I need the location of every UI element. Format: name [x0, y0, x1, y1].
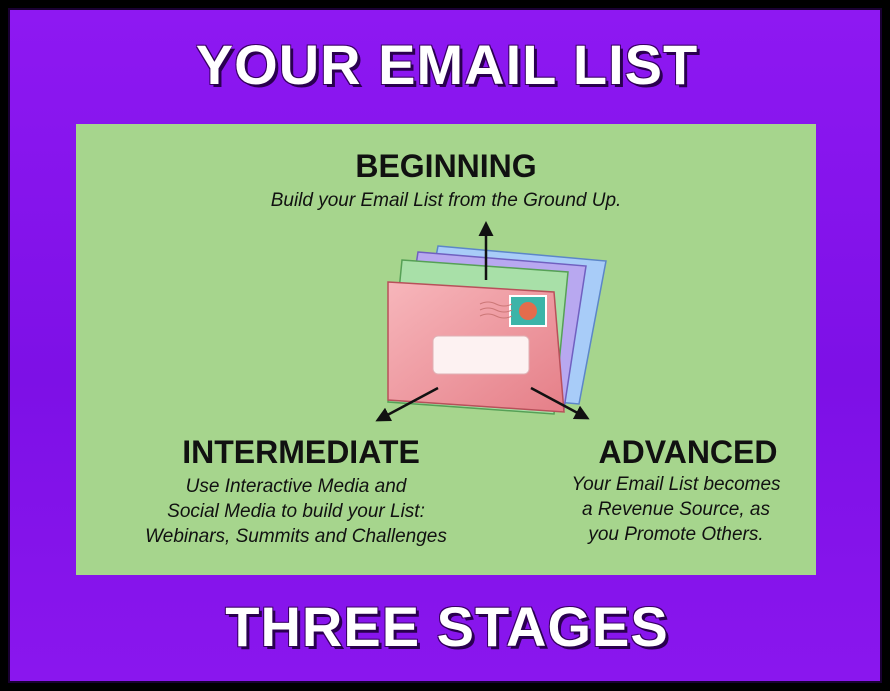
- stage-desc-line: a Revenue Source, as: [581, 499, 770, 520]
- stage-desc-line: you Promote Others.: [588, 524, 764, 545]
- stage-desc-line: Webinars, Summits and Challenges: [145, 526, 447, 547]
- stage-desc-line: Your Email List becomes: [571, 474, 781, 495]
- stage-desc-line: Social Media to build your List:: [167, 501, 425, 522]
- stage-desc-line: Use Interactive Media and: [185, 476, 407, 497]
- stage-desc-advanced: Your Email List becomes a Revenue Source…: [526, 472, 826, 547]
- stage-heading-beginning: BEGINNING: [355, 148, 537, 184]
- stages-panel: BEGINNING Build your Email List from the…: [76, 124, 816, 575]
- title-bottom: THREE STAGES: [225, 595, 669, 658]
- arrow-down-left-icon: [375, 386, 439, 422]
- stage-heading-intermediate: INTERMEDIATE: [182, 434, 420, 470]
- stage-desc-intermediate: Use Interactive Media and Social Media t…: [96, 474, 496, 549]
- arrow-down-right-icon: [530, 386, 590, 420]
- stage-heading-advanced: ADVANCED: [598, 434, 778, 470]
- title-top: YOUR EMAIL LIST: [195, 33, 699, 96]
- stage-desc-beginning: Build your Email List from the Ground Up…: [76, 188, 816, 213]
- envelope-stack-icon: [387, 245, 607, 415]
- slide-frame: YOUR EMAIL LIST BEGINNING Build your Ema…: [8, 8, 882, 683]
- stage-desc-line: Build your Email List from the Ground Up…: [270, 190, 622, 211]
- envelope-diagram: [375, 221, 607, 422]
